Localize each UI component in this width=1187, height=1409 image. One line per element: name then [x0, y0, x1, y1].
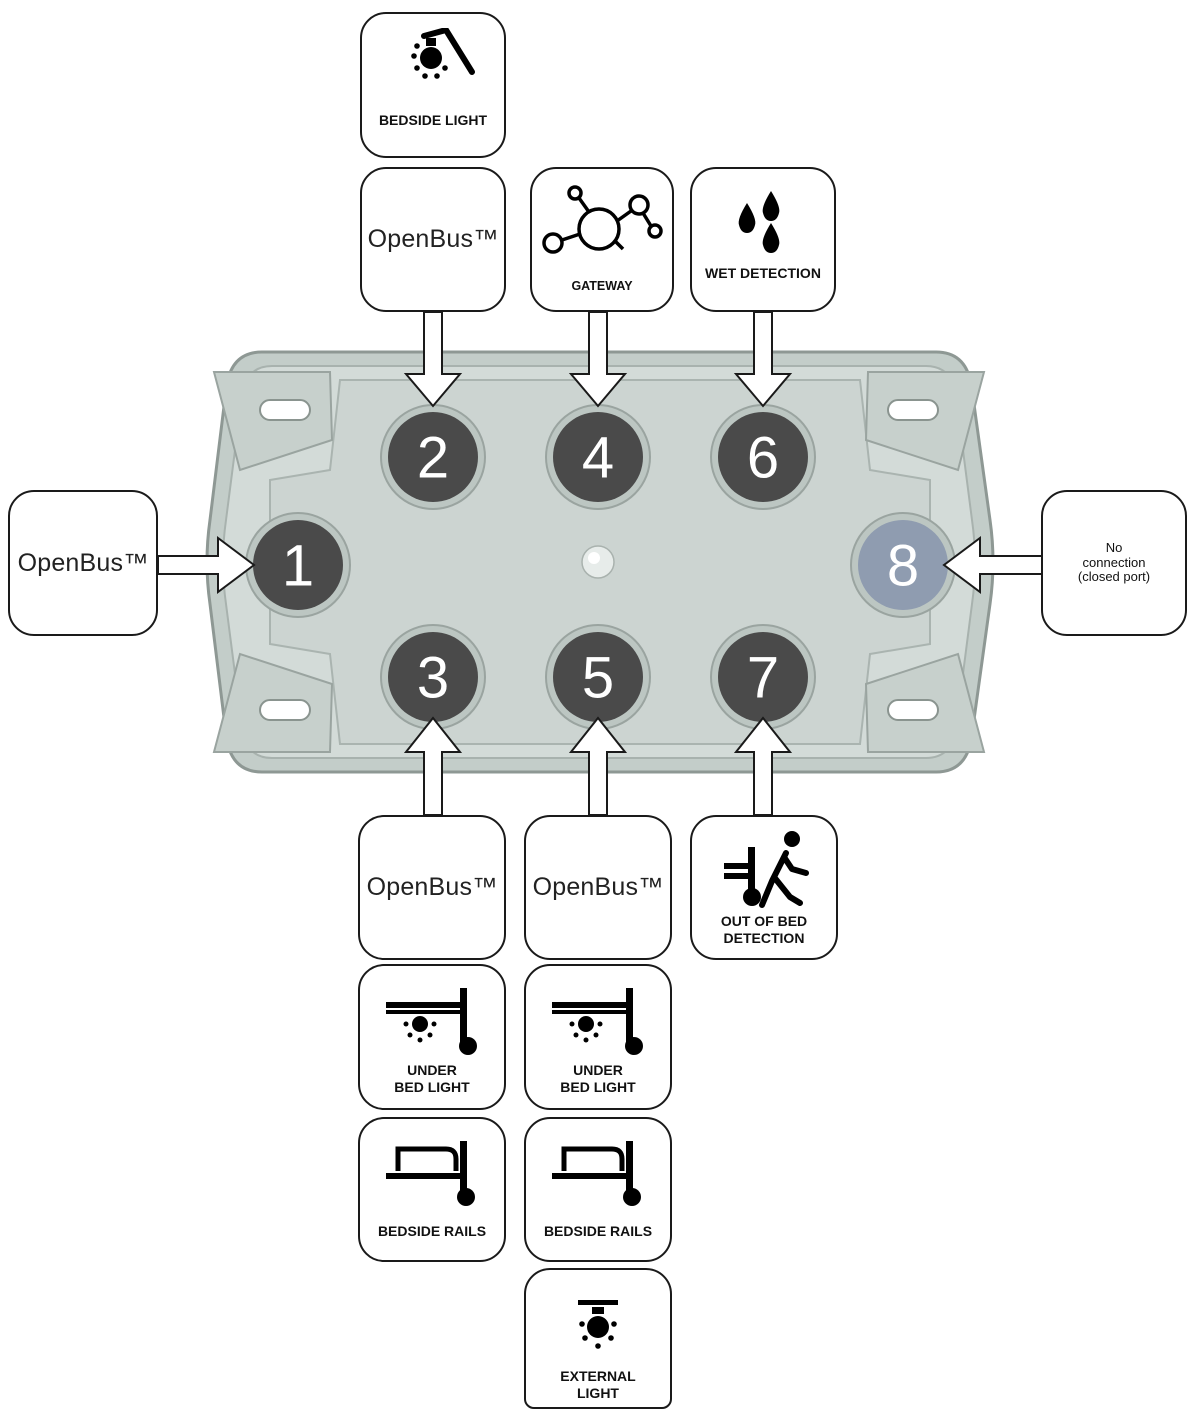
under-bed-light-icon — [386, 988, 477, 1055]
bedside-light-icon — [411, 28, 475, 79]
openbus-box-port-2: OpenBus™ — [360, 167, 506, 312]
port-1[interactable]: 1 — [253, 520, 343, 610]
openbus-label: OpenBus™ — [366, 873, 498, 901]
arrow-to-port-8 — [942, 536, 1043, 594]
bedside-rails-icon — [552, 1141, 641, 1206]
port-number: 6 — [747, 425, 779, 490]
port-number: 7 — [747, 645, 779, 710]
gateway-label: GATEWAY — [571, 279, 633, 293]
port-3[interactable]: 3 — [388, 632, 478, 722]
port-6[interactable]: 6 — [718, 412, 808, 502]
port-8[interactable]: 8 — [858, 520, 948, 610]
port-2[interactable]: 2 — [388, 412, 478, 502]
under-bed-light-icon — [552, 988, 643, 1055]
bedside-rails-box-port-5: BEDSIDE RAILS — [524, 1117, 672, 1262]
under-bed-light-label: UNDER BED LIGHT — [394, 1062, 470, 1095]
bedside-light-box: BEDSIDE LIGHT — [360, 12, 506, 158]
port-4[interactable]: 4 — [553, 412, 643, 502]
external-light-box: EXTERNAL LIGHT — [524, 1268, 672, 1409]
out-of-bed-person-icon — [724, 831, 809, 908]
water-drops-icon — [738, 191, 780, 253]
wet-detection-label: WET DETECTION — [705, 265, 821, 281]
port-number: 4 — [582, 425, 614, 490]
arrow-to-port-5 — [568, 716, 628, 816]
no-connection-box: No connection (closed port) — [1041, 490, 1187, 636]
under-bed-light-box-port-3: UNDER BED LIGHT — [358, 964, 506, 1110]
arrow-to-port-3 — [403, 716, 463, 816]
port-number: 3 — [417, 645, 449, 710]
port-5[interactable]: 5 — [553, 632, 643, 722]
port-number: 1 — [282, 533, 314, 598]
external-light-icon — [578, 1300, 618, 1349]
out-of-bed-detection-box: OUT OF BED DETECTION — [690, 815, 838, 960]
port-number: 8 — [887, 533, 919, 598]
gateway-network-icon — [542, 185, 663, 254]
port-number: 2 — [417, 425, 449, 490]
arrow-to-port-7 — [733, 716, 793, 816]
arrow-to-port-2 — [403, 311, 463, 408]
under-bed-light-box-port-5: UNDER BED LIGHT — [524, 964, 672, 1110]
openbus-label: OpenBus™ — [532, 873, 664, 901]
under-bed-light-label: UNDER BED LIGHT — [560, 1062, 636, 1095]
bedside-rails-box-port-3: BEDSIDE RAILS — [358, 1117, 506, 1262]
bedside-rails-label: BEDSIDE RAILS — [543, 1223, 653, 1239]
arrow-to-port-4 — [568, 311, 628, 408]
openbus-label: OpenBus™ — [367, 225, 499, 253]
openbus-box-port-5: OpenBus™ — [524, 815, 672, 960]
arrow-to-port-1 — [157, 536, 256, 594]
bedside-rails-label: BEDSIDE RAILS — [377, 1223, 487, 1239]
openbus-box-port-3: OpenBus™ — [358, 815, 506, 960]
arrow-to-port-6 — [733, 311, 793, 408]
wet-detection-box: WET DETECTION — [690, 167, 836, 312]
port-7[interactable]: 7 — [718, 632, 808, 722]
bedside-light-label: BEDSIDE LIGHT — [378, 112, 488, 128]
bedside-rails-icon — [386, 1141, 475, 1206]
port-number: 5 — [582, 645, 614, 710]
out-of-bed-detection-label: OUT OF BED DETECTION — [720, 913, 808, 946]
gateway-box: GATEWAY — [530, 167, 674, 312]
external-light-label: EXTERNAL LIGHT — [560, 1368, 636, 1401]
openbus-label: OpenBus™ — [17, 548, 149, 577]
openbus-box-port-1: OpenBus™ — [8, 490, 158, 636]
no-connection-label: No connection (closed port) — [1077, 539, 1151, 585]
